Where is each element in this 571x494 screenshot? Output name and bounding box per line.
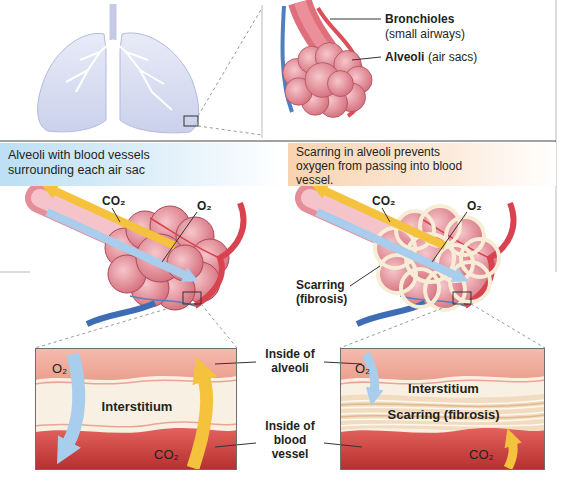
part-description: (air sacs) [428,50,477,64]
gas-arrows [317,190,457,276]
zoom-marker [184,116,198,126]
left-lung [38,33,106,131]
oxygen-arrow [67,354,79,446]
right-lung [120,33,199,133]
trachea [110,4,117,40]
part-name: Alveoli [385,50,424,64]
callout-label: Scarring (fibrosis) [296,278,358,306]
zoom-marker [183,292,201,304]
node-text: Interstitium [36,399,238,414]
node-text: CO₂ [154,447,179,462]
scarred-membrane [340,348,545,470]
callout-label: Inside of blood vessel [261,419,319,461]
part-name: Bronchioles [385,12,454,26]
zoom-marker [453,292,471,304]
carbon-dioxide-arrow [508,442,513,468]
bronchiole-tube [300,2,326,50]
alveoli-cluster [283,43,372,118]
zoom-line [198,8,262,135]
node-text: Interstitium [341,381,546,396]
gas-arrows [47,190,187,276]
healthy-alveoli [40,198,243,324]
leader-line [352,57,381,60]
carbon-dioxide-arrow [193,376,207,468]
healthy-membrane [35,348,237,470]
leader-line [330,19,381,20]
gas-label: O₂ [197,199,212,213]
interstitium-layer [35,348,237,470]
fibrosis-layer [340,394,545,432]
node-text: Alveoli with blood vessels surrounding e… [8,148,176,177]
node-text: O₂ [355,361,370,376]
gas-label: CO₂ [102,194,125,208]
callout-label: Inside of alveoli [261,347,319,375]
gas-label: CO₂ [372,194,395,208]
leader-line [112,208,467,286]
node-text: Scarring in alveoli prevents oxygen from… [296,145,468,187]
caption-band: Scarring in alveoli prevents oxygen from… [288,143,556,186]
node-text: O₂ [52,361,67,376]
divider-line [0,141,556,142]
blood-layer [340,428,545,470]
fibre-line [340,400,545,426]
detail-box: O₂ InterstitiumCO₂ [35,348,237,470]
gas-label: O₂ [467,199,482,213]
node-text: CO₂ [469,447,494,462]
node-text: Scarring (fibrosis) [341,407,546,422]
detail-box: O₂ InterstitiumScarring (fibrosis) CO₂ [340,348,545,470]
interstitium-layer [340,348,545,470]
frame-line [262,5,263,138]
bronchiole-tube [300,2,326,50]
zoom-line [35,304,545,348]
bronchial-tree [66,40,172,110]
caption-band: Alveoli with blood vessels surrounding e… [0,143,284,186]
part-description: (small airways) [385,27,465,41]
